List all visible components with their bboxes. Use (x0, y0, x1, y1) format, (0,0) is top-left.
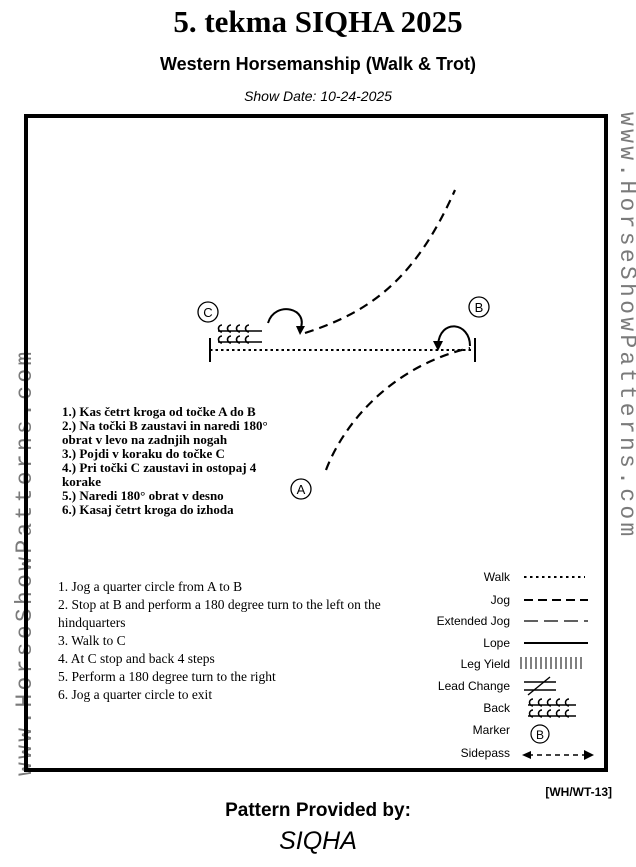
instruction-en-3: 3. Walk to C (58, 633, 126, 648)
legend-lead-change-symbol (524, 676, 556, 696)
instruction-en-2: 2. Stop at B and perform a 180 degree tu… (58, 597, 381, 630)
marker-b-circle (468, 296, 490, 318)
instructions-english: 1. Jog a quarter circle from A to B 2. S… (58, 578, 418, 704)
legend-lead-change-label: Lead Change (437, 679, 510, 693)
instruction-sl-3: 3.) Pojdi v koraku do točke C (62, 446, 225, 461)
show-date: Show Date: 10-24-2025 (244, 88, 392, 104)
instruction-sl-1: 1.) Kas četrt kroga od točke A do B (62, 404, 256, 419)
instruction-en-5: 5. Perform a 180 degree turn to the righ… (58, 669, 276, 684)
legend-sidepass-label: Sidepass (460, 746, 510, 760)
instruction-sl-6: 6.) Kasaj četrt kroga do izhoda (62, 502, 234, 517)
marker-c-label: C (203, 305, 212, 320)
legend-marker-label: Marker (472, 723, 510, 737)
marker-a-label: A (297, 482, 306, 497)
instruction-en-6: 6. Jog a quarter circle to exit (58, 687, 213, 702)
marker-b-label: B (475, 300, 484, 315)
legend-extended-jog-label: Extended Jog (436, 614, 510, 628)
instructions-slovenian: 1.) Kas četrt kroga od točke A do B 2.) … (62, 405, 292, 517)
turn-arrowhead-c (296, 326, 305, 335)
turn-arrowhead-b (433, 341, 443, 351)
turn-arrow-c (267, 308, 303, 331)
instruction-sl-5: 5.) Naredi 180° obrat v desno (62, 488, 224, 503)
instruction-en-1: 1. Jog a quarter circle from A to B (58, 579, 243, 594)
instruction-sl-4: 4.) Pri točki C zaustavi in ostopaj 4 ko… (62, 460, 257, 489)
page-title: 5. tekma SIQHA 2025 (173, 4, 463, 39)
jog-path-a-to-b (324, 346, 471, 471)
marker-c-circle (197, 301, 219, 323)
back-symbol-c (217, 324, 262, 344)
legend-leg-yield-ticks (520, 657, 582, 669)
instruction-sl-2: 2.) Na točki B zaustavi in naredi 180° o… (62, 418, 268, 447)
legend-marker-symbol: B (536, 728, 544, 742)
marker-a-circle (290, 478, 312, 500)
legend-lope-label: Lope (483, 636, 510, 650)
legend-back-symbol (528, 698, 576, 718)
legend-marker-circle (530, 724, 550, 744)
legend-jog-label: Jog (490, 593, 510, 607)
jog-path-exit (304, 189, 457, 335)
legend-leg-yield-label: Leg Yield (460, 657, 510, 671)
class-subtitle: Western Horsemanship (Walk & Trot) (159, 54, 477, 74)
legend-sidepass-arrowhead-right (584, 750, 594, 760)
instruction-en-4: 4. At C stop and back 4 steps (58, 651, 215, 666)
legend-walk-label: Walk (483, 570, 510, 584)
arena-border (24, 114, 608, 772)
provider-org: SIQHA (279, 827, 357, 855)
legend-back-label: Back (483, 701, 510, 715)
provided-by-label: Pattern Provided by: (225, 800, 411, 821)
pattern-code: [WH/WT-13] (545, 785, 612, 799)
legend-sidepass-arrowhead-left (522, 751, 531, 759)
turn-arrow-b (437, 325, 471, 347)
